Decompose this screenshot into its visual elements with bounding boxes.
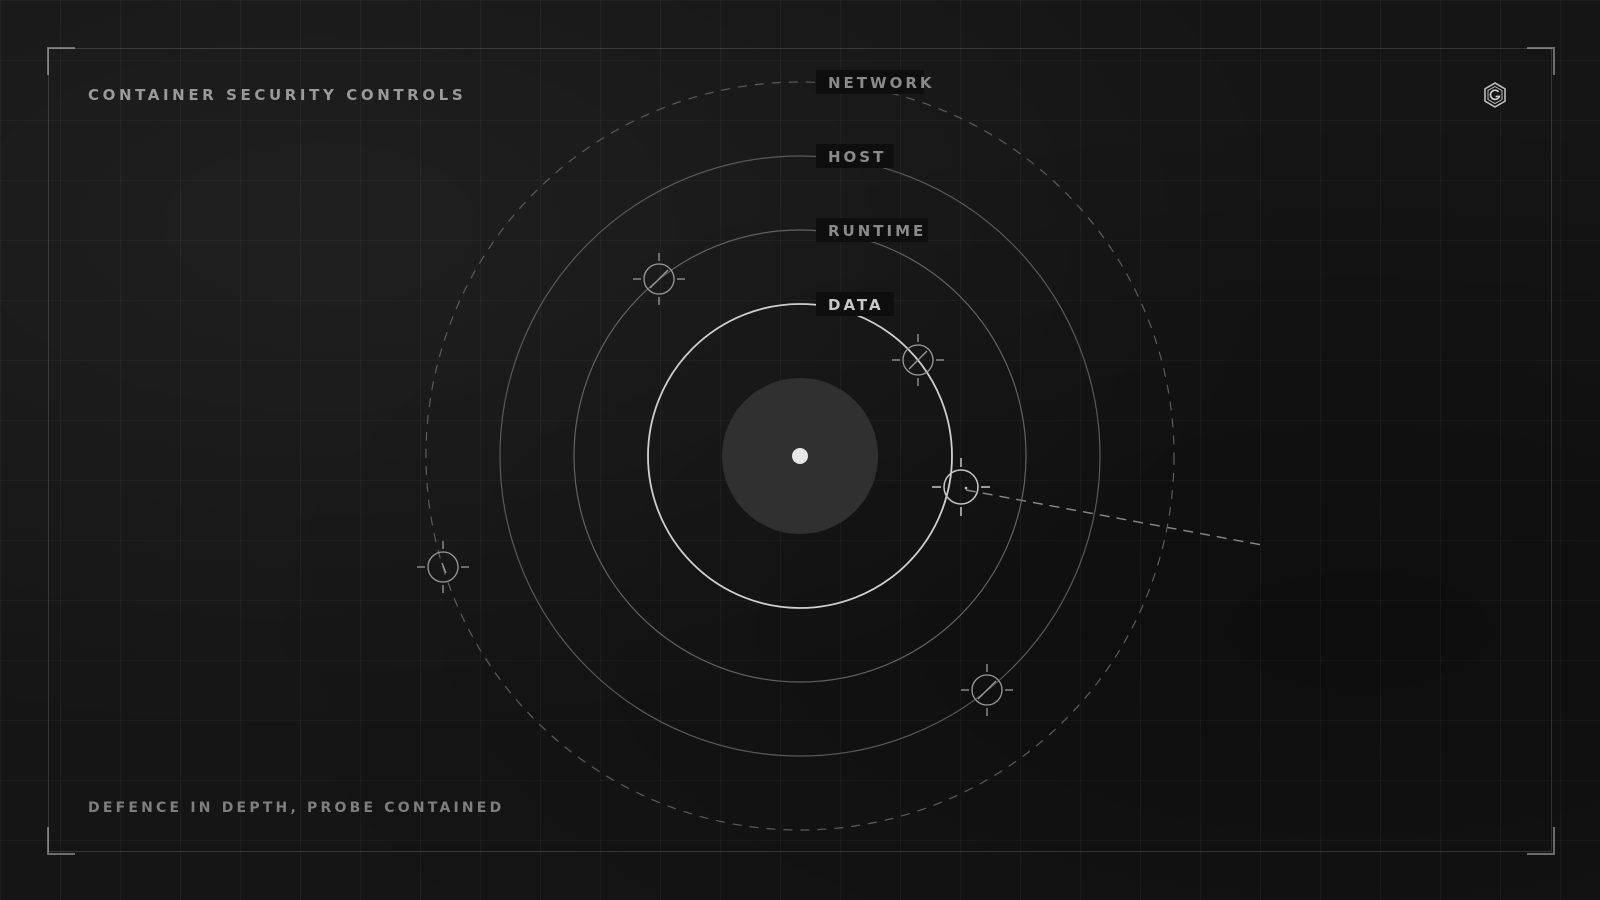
ring-data: [647, 303, 953, 609]
ring-label-host-text: HOST: [828, 148, 886, 166]
corner-bracket-bottom-left: [47, 827, 75, 855]
core-dot: [792, 448, 808, 464]
ring-label-network: NETWORK: [816, 70, 935, 94]
ring-label-data-text: DATA: [828, 296, 884, 314]
corner-bracket-bottom-right: [1527, 827, 1555, 855]
page-title: CONTAINER SECURITY CONTROLS: [88, 86, 467, 104]
crosshair-icon: [417, 541, 469, 593]
corner-bracket-top-right: [1527, 47, 1555, 75]
corner-bracket-top-left: [47, 47, 75, 75]
hexagon-g-logo-icon: [1484, 82, 1506, 108]
crosshair-icon: [961, 664, 1013, 716]
ring-label-data: DATA: [816, 292, 894, 316]
frame-border: [48, 48, 1552, 852]
footer-caption: DEFENCE IN DEPTH, PROBE CONTAINED: [88, 800, 505, 816]
ring-network: [425, 81, 1175, 831]
probe-trajectory-line: [965, 489, 1263, 546]
ring-label-host: HOST: [816, 144, 894, 168]
ring-runtime: [573, 229, 1027, 683]
crosshair-icon: [892, 334, 944, 386]
ring-label-runtime: RUNTIME: [816, 218, 928, 242]
ring-label-runtime-text: RUNTIME: [828, 222, 926, 240]
crosshair-icon: [932, 458, 990, 516]
crosshair-icon: [633, 253, 685, 305]
ring-host: [499, 155, 1101, 757]
ring-label-network-text: NETWORK: [828, 74, 935, 92]
